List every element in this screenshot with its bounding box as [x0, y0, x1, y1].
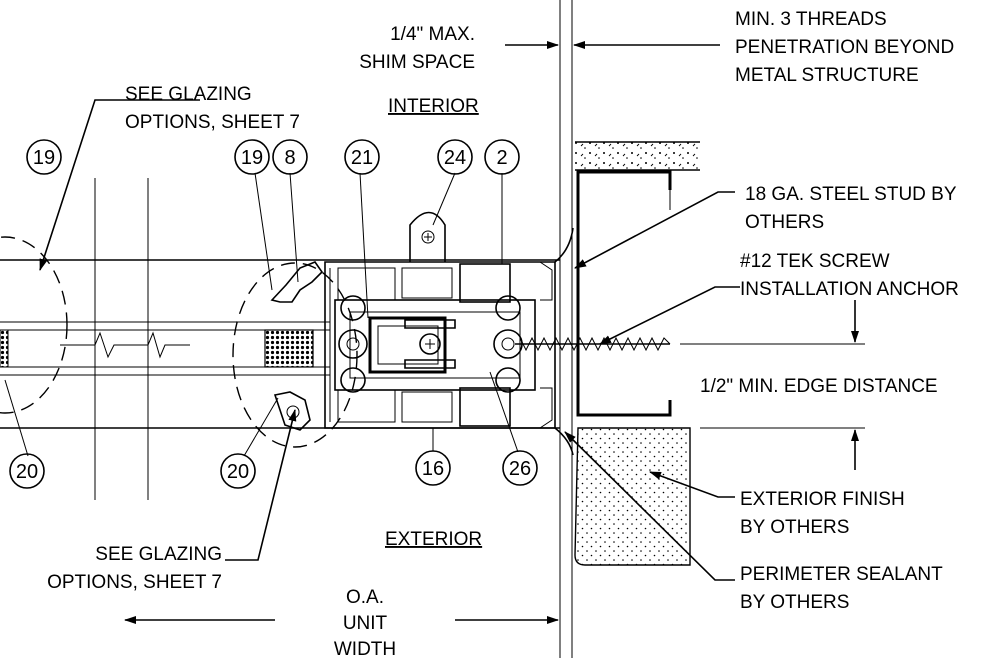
label-edge-distance: 1/2" MIN. EDGE DISTANCE	[700, 376, 938, 397]
callout-26: 26	[502, 450, 538, 486]
label-oa-line3: WIDTH	[334, 639, 396, 658]
callout-26-text: 26	[509, 458, 531, 480]
callout-2-text: 2	[496, 147, 507, 169]
label-oa-line2: UNIT	[343, 613, 388, 634]
label-finish-line2: BY OTHERS	[740, 517, 849, 538]
glass-infill	[0, 178, 560, 500]
tek-screw	[515, 336, 671, 352]
callout-20-text: 20	[227, 461, 249, 483]
label-tek-line1: #12 TEK SCREW	[740, 251, 890, 272]
callout-24-text: 24	[444, 147, 466, 169]
label-glazing-top-line2: OPTIONS, SHEET 7	[125, 112, 300, 133]
callout-21: 21	[344, 139, 380, 175]
label-shim-line2: SHIM SPACE	[359, 52, 475, 73]
callout-20-left: 20	[9, 453, 45, 489]
label-shim-line1: 1/4" MAX.	[390, 24, 475, 45]
label-glazing-bottom-line2: OPTIONS, SHEET 7	[47, 572, 222, 593]
leader-lines	[4, 99, 740, 581]
callout-19-text: 19	[241, 147, 263, 169]
frame-extrusion	[270, 211, 556, 431]
callout-16: 16	[415, 450, 451, 486]
callout-24: 24	[437, 139, 473, 175]
dimension-thread-penetration	[630, 44, 720, 210]
callout-19: 19	[234, 139, 270, 175]
label-interior: INTERIOR	[388, 96, 479, 117]
callout-8-text: 8	[284, 147, 295, 169]
callout-16-text: 16	[422, 458, 444, 480]
label-tek-line2: INSTALLATION ANCHOR	[740, 279, 959, 300]
label-sealant-line2: BY OTHERS	[740, 592, 849, 613]
label-threads-line2: PENETRATION BEYOND	[735, 37, 954, 58]
label-glazing-bottom-line1: SEE GLAZING	[95, 544, 222, 565]
glazing-detail-circle-left	[0, 236, 68, 414]
callout-20: 20	[220, 453, 256, 489]
callout-19-left: 19	[26, 139, 62, 175]
wall-structure	[515, 0, 700, 658]
label-exterior: EXTERIOR	[385, 529, 482, 550]
label-oa-line1: O.A.	[346, 587, 384, 608]
label-finish-line1: EXTERIOR FINISH	[740, 489, 905, 510]
label-sealant-line1: PERIMETER SEALANT	[740, 564, 943, 585]
glazing-detail-circle-right	[232, 262, 358, 448]
callout-8: 8	[272, 139, 308, 175]
label-stud-line2: OTHERS	[745, 212, 824, 233]
callout-20-left-text: 20	[16, 461, 38, 483]
dimension-edge-distance	[680, 300, 865, 470]
callout-19-left-text: 19	[33, 147, 55, 169]
label-stud-line1: 18 GA. STEEL STUD BY	[745, 184, 957, 205]
callout-2: 2	[484, 139, 520, 175]
label-glazing-top-line1: SEE GLAZING	[125, 84, 252, 105]
callout-21-text: 21	[351, 147, 373, 169]
label-threads-line1: MIN. 3 THREADS	[735, 9, 887, 30]
label-threads-line3: METAL STRUCTURE	[735, 65, 919, 86]
